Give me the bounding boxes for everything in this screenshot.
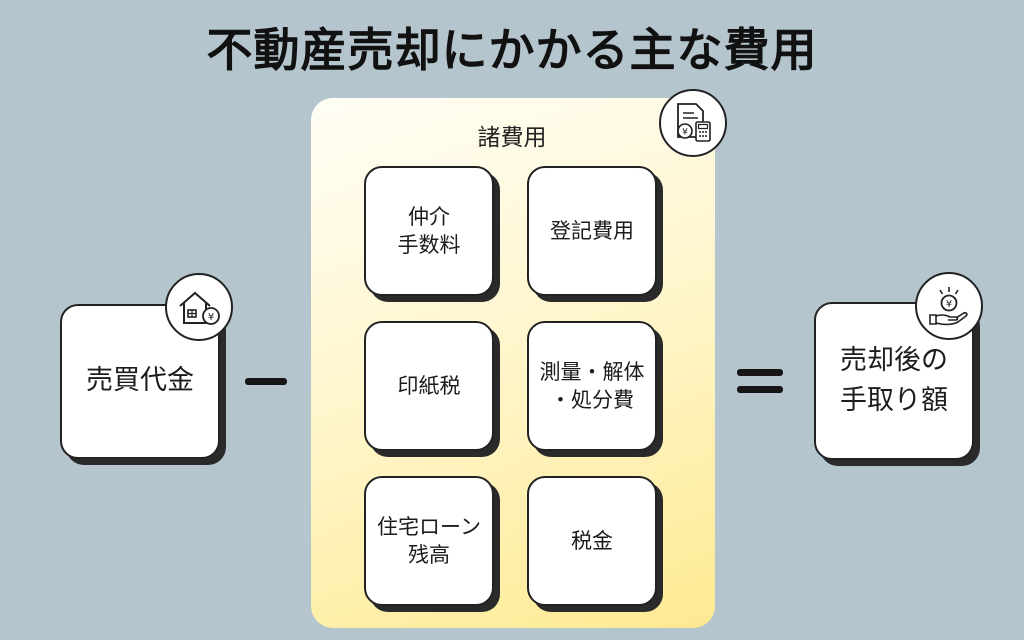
expenses-panel-title: 諸費用 [477,125,547,151]
svg-text:¥: ¥ [682,128,688,138]
hand-coin-icon: ¥ [915,272,983,340]
document-calculator-icon: ¥ [659,89,727,157]
expense-loan-balance: 住宅ローン 残高 [364,476,494,606]
net-proceeds-box: 売却後の 手取り額 [814,302,974,460]
svg-text:¥: ¥ [208,312,214,323]
expense-brokerage-fee: 仲介 手数料 [364,166,494,296]
equals-operator-bottom [737,386,783,393]
expense-stamp-tax: 印紙税 [364,321,494,451]
expense-survey-demolition: 測量・解体 ・処分費 [527,321,657,451]
house-yen-icon: ¥ [165,273,233,341]
net-proceeds-label: 売却後の 手取り額 [840,344,948,417]
expense-label: 印紙税 [397,373,461,398]
sale-price-label: 売買代金 [86,365,194,397]
diagram-title: 不動産売却にかかる主な費用 [206,23,818,77]
expense-label: 測量・解体 ・処分費 [539,359,645,412]
expense-registration-cost: 登記費用 [527,166,657,296]
expense-label: 住宅ローン 残高 [377,514,481,567]
svg-text:¥: ¥ [946,299,952,310]
expense-taxes: 税金 [527,476,657,606]
minus-operator [245,378,287,385]
equals-operator-top [737,369,783,376]
expense-label: 仲介 手数料 [397,204,461,257]
expense-label: 税金 [571,528,613,553]
expense-label: 登記費用 [550,218,634,243]
